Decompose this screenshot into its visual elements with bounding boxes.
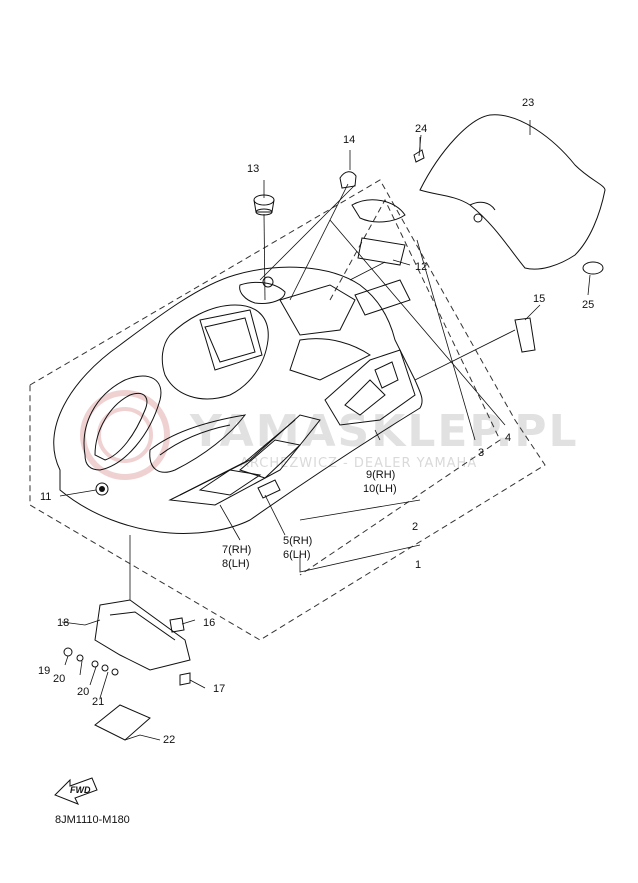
fwd-label: FWD xyxy=(70,785,91,795)
part-24-bolt xyxy=(413,134,425,163)
callout-4: 4 xyxy=(505,432,511,444)
diagram-code: 8JM1110-M180 xyxy=(55,814,130,826)
part-12-decal xyxy=(357,237,406,266)
top-cover xyxy=(351,199,406,223)
callout-9: 9(RH) xyxy=(366,469,395,481)
callout-8: 8(LH) xyxy=(222,558,250,570)
part-25-shape xyxy=(582,261,604,275)
callout-7: 7(RH) xyxy=(222,544,251,556)
assembly-inner-outline xyxy=(299,198,501,576)
callout-1: 1 xyxy=(415,559,421,571)
callouts: 1 2 3 4 5(RH) 6(LH) 7(RH) 8(LH) 9(RH) 10… xyxy=(38,97,594,746)
callout-21: 21 xyxy=(92,696,104,708)
assembly-outline xyxy=(29,179,546,641)
hood xyxy=(53,266,423,534)
callout-15: 15 xyxy=(533,293,545,305)
callout-6: 6(LH) xyxy=(283,549,311,561)
callout-5: 5(RH) xyxy=(283,535,312,547)
callout-13: 13 xyxy=(247,163,259,175)
leader-lines xyxy=(59,120,591,741)
callout-17: 17 xyxy=(213,683,225,695)
callout-11: 11 xyxy=(40,491,51,503)
callout-19: 19 xyxy=(38,665,50,677)
fwd-arrow-icon: FWD xyxy=(54,777,98,805)
watermark-dealer: ARCHEZWICZ - DEALER YAMAHA xyxy=(240,456,477,471)
windshield xyxy=(419,114,606,270)
callout-16: 16 xyxy=(203,617,215,629)
callout-25: 25 xyxy=(582,299,594,311)
part-14-clip xyxy=(339,171,357,189)
callout-3: 3 xyxy=(478,447,484,459)
bracket-assembly xyxy=(63,599,191,741)
callout-24: 24 xyxy=(415,123,427,135)
callout-20-a: 20 xyxy=(53,673,65,685)
callout-22: 22 xyxy=(163,734,175,746)
part-15-shape xyxy=(514,317,536,353)
callout-23: 23 xyxy=(522,97,534,109)
callout-18: 18 xyxy=(57,617,69,629)
callout-14: 14 xyxy=(343,134,355,146)
callout-2: 2 xyxy=(412,521,418,533)
callout-10: 10(LH) xyxy=(363,483,397,495)
watermark-brand: YAMASKLEP.PL xyxy=(189,406,579,457)
callout-20-b: 20 xyxy=(77,686,89,698)
callout-12: 12 xyxy=(415,261,427,273)
